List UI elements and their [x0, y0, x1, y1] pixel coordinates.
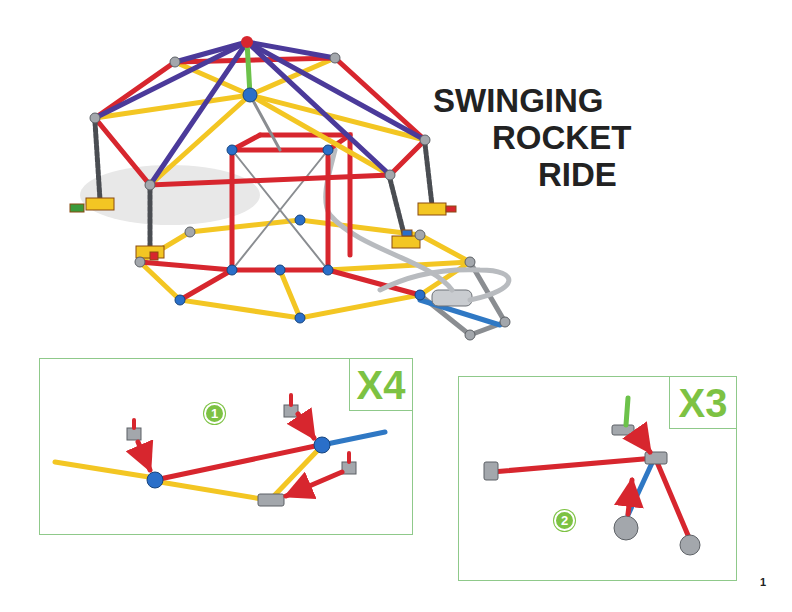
step-two-parts-shape [628, 463, 652, 515]
ride-model [70, 36, 510, 340]
ride-model-shape [446, 206, 456, 212]
step-one-parts-shape [322, 432, 385, 445]
ride-model-shape [425, 144, 432, 205]
ride-model-shape [227, 265, 237, 275]
step-one-parts-shape [286, 472, 342, 496]
ride-model-shape [465, 330, 475, 340]
ride-model-shape [170, 57, 180, 67]
step-two-parts-shape [636, 432, 650, 452]
step-two-parts-shape [626, 398, 628, 425]
ride-model-shape [420, 135, 430, 145]
ride-model-shape [247, 42, 250, 95]
page-number: 1 [760, 576, 766, 588]
ride-model-shape [150, 252, 158, 260]
ride-model-shape [150, 42, 247, 185]
ride-model-shape [275, 265, 285, 275]
ride-model-shape [323, 145, 333, 155]
ride-model-shape [465, 257, 475, 267]
step-one-parts-shape [258, 494, 284, 506]
title: SWINGING ROCKET RIDE [433, 82, 631, 193]
ride-model-shape [95, 122, 432, 248]
ride-model-shape [260, 135, 350, 255]
ride-model-shape [70, 204, 84, 212]
step-two-parts-shape [628, 480, 632, 514]
ride-model-shape [250, 58, 335, 95]
ride-model-shape [86, 198, 114, 210]
step-two-parts-shape [484, 462, 498, 480]
step-one-parts-shape [289, 395, 293, 405]
ride-model-shape [95, 58, 425, 185]
ride-model-shape [148, 189, 153, 248]
ride-model-shape [385, 170, 395, 180]
ride-model-shape [330, 53, 340, 63]
ride-model-shape [95, 122, 100, 200]
ride-model-shape [326, 150, 452, 290]
ride-model-shape [140, 262, 232, 270]
ride-model-shape [90, 113, 100, 123]
ride-model-shape [247, 42, 390, 175]
step-number: 2 [556, 513, 573, 528]
step-one-parts-shape [138, 442, 150, 470]
quantity-box: X4 [349, 359, 412, 411]
ride-model-shape [232, 150, 328, 270]
ride-model-shape [70, 198, 456, 260]
ride-model-shape [402, 230, 412, 236]
ride-model-shape [185, 227, 195, 237]
ride-model-shape [135, 257, 145, 267]
step-badge: 1 [204, 403, 225, 424]
step-one-parts-shape [127, 420, 141, 440]
step-one-parts-shape [347, 453, 351, 462]
ride-model-shape [280, 270, 300, 318]
ride-model-shape [227, 145, 237, 155]
ride-model-shape [500, 317, 510, 327]
ride-model-shape [175, 295, 185, 305]
ride-model-shape [295, 215, 305, 225]
ride-model-shape [243, 88, 257, 102]
step-badge: 2 [554, 510, 575, 531]
step-number: 1 [206, 406, 223, 421]
ride-model-shape [295, 313, 305, 323]
step-one-parts [55, 395, 385, 506]
ride-model-shape [145, 180, 155, 190]
step-one-parts-shape [160, 482, 268, 500]
ride-model-shape [241, 36, 253, 48]
step-two-parts-shape [614, 516, 638, 540]
ride-model-shape [232, 150, 328, 270]
ride-model-shape [180, 270, 232, 300]
ride-model-shape [323, 265, 333, 275]
step-two-parts-shape [680, 535, 700, 555]
ride-model-shape [418, 203, 446, 215]
ride-model-shape [95, 42, 425, 185]
ride-model-shape [232, 150, 328, 270]
ride-model-shape [390, 179, 405, 238]
title-block: SWINGING ROCKET RIDE [432, 82, 668, 193]
step-two-parts-shape [612, 425, 634, 435]
step-one-parts-shape [314, 437, 330, 453]
step-one-parts-shape [298, 414, 314, 438]
step-two-parts [484, 398, 700, 555]
ride-model-shape [328, 270, 420, 295]
step-panel: 1 X4 [39, 358, 413, 535]
step-two-parts-shape [657, 462, 690, 540]
quantity-box: X3 [669, 377, 736, 429]
step-one-parts-shape [132, 420, 136, 428]
step-two-parts-shape [492, 458, 655, 472]
step-one-parts-shape [147, 472, 163, 488]
step-one-parts-shape [55, 462, 155, 478]
ride-model-shape [415, 290, 425, 300]
ride-model-shape [380, 270, 509, 300]
step-panel: 2 X3 [458, 376, 737, 581]
ride-model-shape [415, 230, 425, 240]
